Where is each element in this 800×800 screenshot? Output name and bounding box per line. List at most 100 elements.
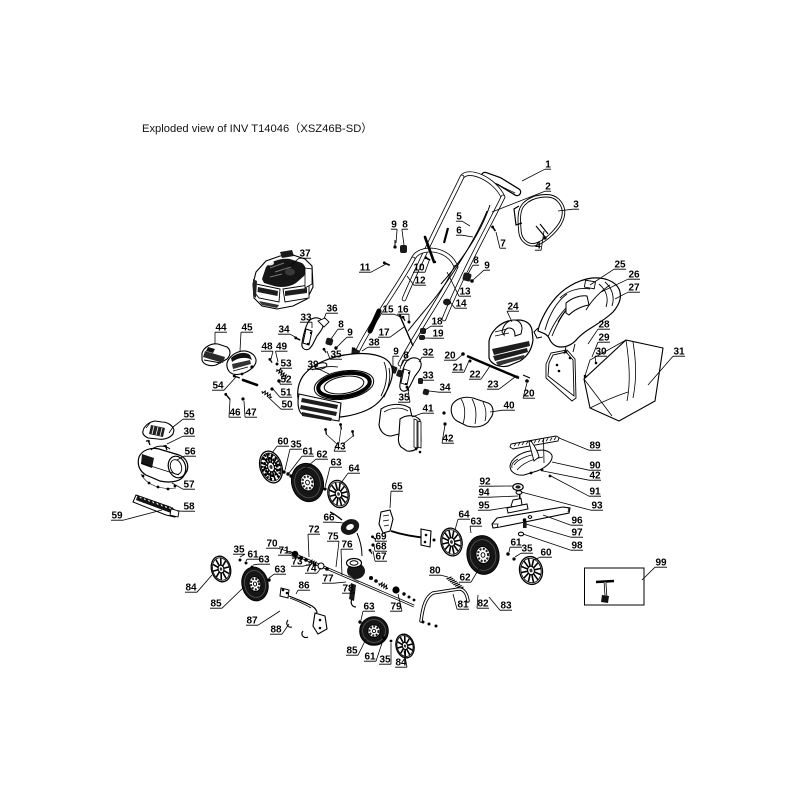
svg-text:60: 60 <box>540 548 552 559</box>
svg-text:98: 98 <box>571 541 583 552</box>
svg-text:28: 28 <box>598 320 610 331</box>
svg-text:24: 24 <box>507 302 519 313</box>
svg-text:68: 68 <box>375 542 387 553</box>
svg-text:2: 2 <box>545 182 551 193</box>
svg-text:81: 81 <box>457 600 469 611</box>
svg-text:62: 62 <box>459 573 471 584</box>
svg-text:3: 3 <box>573 200 579 211</box>
svg-text:9: 9 <box>484 261 490 272</box>
svg-text:71: 71 <box>278 546 290 557</box>
svg-text:87: 87 <box>246 616 258 627</box>
svg-text:84: 84 <box>395 658 407 669</box>
svg-text:26: 26 <box>628 270 640 281</box>
svg-text:92: 92 <box>479 477 491 488</box>
svg-text:8: 8 <box>402 220 408 231</box>
svg-text:61: 61 <box>302 447 314 458</box>
svg-text:8: 8 <box>338 320 344 331</box>
svg-text:9: 9 <box>347 328 353 339</box>
svg-text:94: 94 <box>478 488 490 499</box>
svg-text:5: 5 <box>456 212 462 223</box>
svg-text:36: 36 <box>326 304 338 315</box>
svg-text:4: 4 <box>535 241 541 252</box>
svg-text:41: 41 <box>422 404 434 415</box>
svg-text:6: 6 <box>456 226 462 237</box>
svg-text:63: 63 <box>274 565 286 576</box>
svg-text:10: 10 <box>413 263 425 274</box>
svg-text:90: 90 <box>589 461 601 472</box>
svg-text:20: 20 <box>444 351 456 362</box>
svg-text:17: 17 <box>378 328 390 339</box>
svg-text:38: 38 <box>368 338 380 349</box>
svg-text:7: 7 <box>500 239 506 250</box>
svg-text:80: 80 <box>429 566 441 577</box>
svg-text:89: 89 <box>589 441 601 452</box>
svg-text:40: 40 <box>503 401 515 412</box>
svg-text:35: 35 <box>398 393 410 404</box>
svg-text:8: 8 <box>403 351 409 362</box>
svg-text:18: 18 <box>431 317 443 328</box>
svg-text:64: 64 <box>348 464 360 475</box>
svg-text:59: 59 <box>111 511 123 522</box>
svg-text:63: 63 <box>258 555 270 566</box>
svg-text:20: 20 <box>523 389 535 400</box>
svg-text:35: 35 <box>330 350 342 361</box>
svg-text:85: 85 <box>210 599 222 610</box>
svg-text:53: 53 <box>280 359 292 370</box>
svg-text:72: 72 <box>308 525 320 536</box>
svg-text:35: 35 <box>521 544 533 555</box>
svg-text:97: 97 <box>571 528 583 539</box>
svg-text:61: 61 <box>364 652 376 663</box>
svg-text:49: 49 <box>276 342 288 353</box>
svg-text:35: 35 <box>379 655 391 666</box>
svg-text:15: 15 <box>382 305 394 316</box>
svg-text:75: 75 <box>327 532 339 543</box>
svg-text:85: 85 <box>346 646 358 657</box>
svg-text:67: 67 <box>375 552 387 563</box>
svg-text:Exploded view of INV T14046（XS: Exploded view of INV T14046（XSZ46B-SD） <box>142 122 373 135</box>
svg-text:99: 99 <box>655 558 667 569</box>
svg-text:61: 61 <box>247 550 259 561</box>
svg-text:37: 37 <box>299 249 311 260</box>
svg-text:66: 66 <box>323 513 335 524</box>
svg-text:44: 44 <box>215 323 227 334</box>
svg-text:73: 73 <box>291 557 303 568</box>
svg-text:16: 16 <box>397 305 409 316</box>
svg-text:54: 54 <box>212 381 224 392</box>
svg-text:30: 30 <box>595 347 607 358</box>
svg-text:22: 22 <box>469 370 481 381</box>
svg-text:95: 95 <box>478 501 490 512</box>
svg-text:60: 60 <box>277 437 289 448</box>
svg-text:34: 34 <box>439 383 451 394</box>
svg-text:52: 52 <box>280 375 292 386</box>
svg-text:58: 58 <box>183 502 195 513</box>
svg-text:48: 48 <box>261 342 273 353</box>
svg-text:42: 42 <box>442 434 454 445</box>
svg-text:30: 30 <box>183 427 195 438</box>
svg-text:43: 43 <box>334 442 346 453</box>
svg-text:63: 63 <box>470 517 482 528</box>
svg-text:79: 79 <box>390 602 402 613</box>
svg-text:19: 19 <box>432 329 444 340</box>
svg-text:57: 57 <box>183 480 195 491</box>
svg-text:32: 32 <box>422 348 434 359</box>
svg-text:33: 33 <box>300 313 312 324</box>
svg-text:76: 76 <box>341 540 353 551</box>
svg-text:96: 96 <box>571 516 583 527</box>
svg-text:39: 39 <box>307 360 319 371</box>
svg-text:25: 25 <box>614 260 626 271</box>
svg-text:88: 88 <box>270 625 282 636</box>
svg-text:82: 82 <box>477 599 489 610</box>
svg-text:13: 13 <box>459 287 471 298</box>
svg-text:9: 9 <box>391 220 397 231</box>
svg-text:63: 63 <box>330 458 342 469</box>
svg-text:14: 14 <box>455 299 467 310</box>
svg-text:61: 61 <box>510 538 522 549</box>
svg-text:64: 64 <box>458 510 470 521</box>
svg-text:84: 84 <box>185 583 197 594</box>
svg-text:86: 86 <box>298 581 310 592</box>
svg-text:62: 62 <box>316 450 328 461</box>
svg-text:47: 47 <box>245 408 257 419</box>
svg-text:23: 23 <box>487 380 499 391</box>
svg-text:45: 45 <box>241 323 253 334</box>
svg-text:35: 35 <box>290 440 302 451</box>
